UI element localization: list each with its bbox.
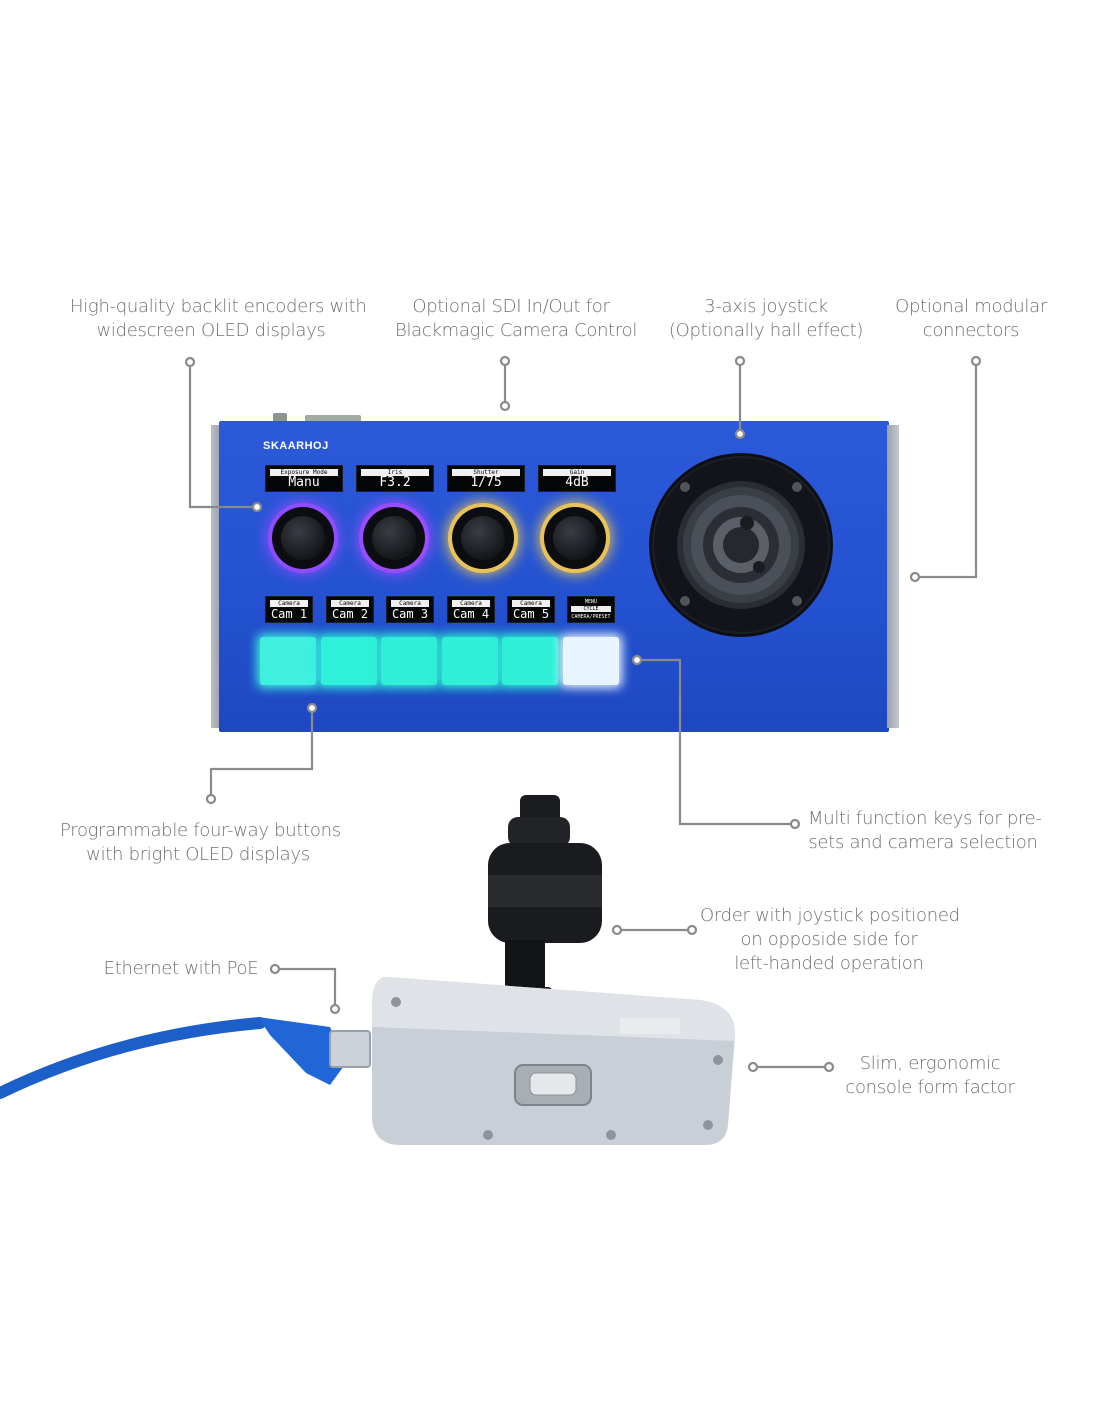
callout-ethernet: Ethernet with PoE [100, 957, 262, 981]
callout-encoders: High-quality backlit encoders with wides… [70, 295, 367, 343]
callout-sdi-line2: Blackmagic Camera Control [395, 320, 638, 341]
menu-display: MENU CYCLE CAMERA/PRESET [567, 596, 615, 623]
callout-sdi: Optional SDI In/Out for Blackmagic Camer… [395, 295, 638, 343]
encoder-display-4: Gain 4dB [538, 465, 616, 492]
encoder-display-2: Iris F3.2 [356, 465, 434, 492]
panel-side-left [211, 425, 221, 728]
callout-formfactor-line2: console form factor [845, 1077, 1015, 1098]
top-connector-left [273, 413, 287, 423]
db9-connector-icon [514, 1064, 592, 1106]
callout-lefthand-line1: Order with joystick positioned [700, 905, 960, 926]
callout-buttons: Programmable four-way buttons with brigh… [60, 819, 341, 867]
menu-display-bottom: CAMERA/PRESET [571, 614, 611, 620]
button-display-3: Camera Cam 3 [386, 596, 434, 623]
callout-joystick: 3-axis joystick (Optionally hall effect) [668, 295, 864, 343]
encoder-display-2-value: F3.2 [379, 475, 411, 490]
camera-key-1[interactable] [260, 637, 316, 685]
callout-joystick-line2: (Optionally hall effect) [668, 320, 864, 341]
encoder-knob-2[interactable] [363, 507, 425, 569]
button-display-1: Camera Cam 1 [265, 596, 313, 623]
callout-encoders-line1: High-quality backlit encoders with [70, 296, 367, 317]
encoder-knob-3[interactable] [452, 507, 514, 569]
callout-modular: Optional modular connectors [895, 295, 1047, 343]
ethernet-cable-icon [0, 1017, 371, 1099]
side-view-unit [0, 795, 736, 1145]
callout-buttons-line2: with bright OLED displays [86, 844, 310, 865]
button-display-5-header: Camera [512, 600, 550, 607]
button-display-4-header: Camera [452, 600, 490, 607]
button-display-4-value: Cam 4 [452, 607, 490, 621]
callout-ethernet-line1: Ethernet with PoE [103, 958, 259, 979]
encoder-knob-3-cap [461, 516, 505, 560]
button-display-2-value: Cam 2 [331, 607, 369, 621]
brand-logo: SKAARHOJ [263, 440, 329, 452]
camera-key-4[interactable] [442, 637, 498, 685]
callout-multifunction-line1: Multi function keys for pre- [808, 808, 1042, 829]
callout-formfactor: Slim, ergonomic console form factor [840, 1052, 1020, 1100]
encoder-display-3-value: 1/75 [470, 475, 502, 490]
menu-display-middle: CYCLE [571, 606, 611, 612]
callout-modular-line2: connectors [922, 320, 1020, 341]
menu-display-top: MENU [584, 599, 598, 605]
encoder-display-2-header: Iris [361, 469, 429, 476]
callout-encoders-line2: widescreen OLED displays [96, 320, 326, 341]
button-display-2: Camera Cam 2 [326, 596, 374, 623]
callout-lefthand-line2: on opposide side for [740, 929, 918, 950]
callout-multifunction-line2: sets and camera selection [808, 832, 1038, 853]
callout-lefthand: Order with joystick positioned on opposi… [700, 904, 960, 976]
encoder-display-3: Shutter 1/75 [447, 465, 525, 492]
button-display-4: Camera Cam 4 [447, 596, 495, 623]
callout-modular-line1: Optional modular [895, 296, 1047, 317]
menu-key[interactable] [563, 637, 619, 685]
button-display-2-header: Camera [331, 600, 369, 607]
button-display-5-value: Cam 5 [512, 607, 550, 621]
camera-key-3[interactable] [381, 637, 437, 685]
encoder-display-1-value: Manu [288, 475, 320, 490]
button-display-5: Camera Cam 5 [507, 596, 555, 623]
callout-formfactor-line1: Slim, ergonomic [859, 1053, 1001, 1074]
encoder-knob-2-cap [372, 516, 416, 560]
callout-lefthand-line3: left-handed operation [734, 953, 924, 974]
button-display-3-header: Camera [391, 600, 429, 607]
button-display-1-header: Camera [270, 600, 308, 607]
joystick-module[interactable] [647, 451, 835, 639]
encoder-display-1-header: Exposure Mode [270, 469, 338, 476]
encoder-knob-1[interactable] [272, 507, 334, 569]
encoder-display-4-value: 4dB [565, 475, 589, 490]
encoder-knob-4[interactable] [544, 507, 606, 569]
top-connector-right [305, 415, 361, 423]
callout-buttons-line1: Programmable four-way buttons [60, 820, 341, 841]
side-joystick-icon [488, 795, 602, 1003]
encoder-display-3-header: Shutter [452, 469, 520, 476]
side-enclosure [372, 976, 736, 1145]
encoder-knob-4-cap [553, 516, 597, 560]
button-display-1-value: Cam 1 [270, 607, 308, 621]
panel-side-right [887, 425, 899, 728]
control-panel: SKAARHOJ Exposure Mode Manu Iris F3.2 Sh… [211, 413, 899, 732]
encoder-knob-1-cap [281, 516, 325, 560]
callout-multifunction: Multi function keys for pre- sets and ca… [808, 807, 1042, 855]
encoder-display-1: Exposure Mode Manu [265, 465, 343, 492]
encoder-display-4-header: Gain [543, 469, 611, 476]
camera-key-2[interactable] [321, 637, 377, 685]
callout-sdi-line1: Optional SDI In/Out for [412, 296, 610, 317]
button-display-3-value: Cam 3 [391, 607, 429, 621]
callout-joystick-line1: 3-axis joystick [704, 296, 828, 317]
camera-key-5[interactable] [502, 637, 558, 685]
